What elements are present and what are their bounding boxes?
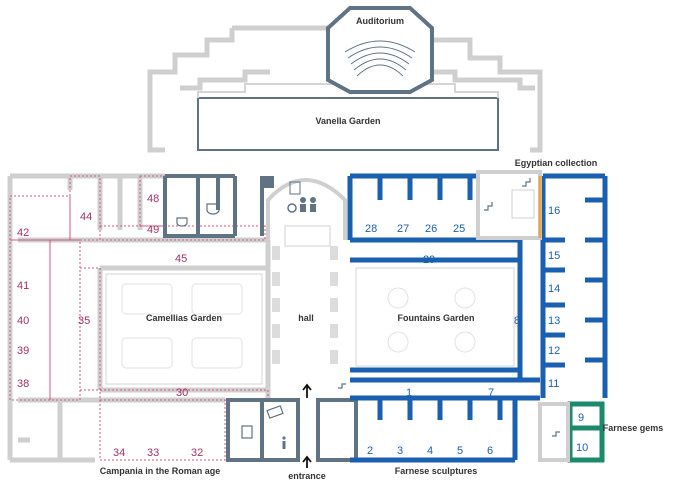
room-number: 34 bbox=[113, 447, 125, 459]
room-number: 40 bbox=[17, 315, 29, 327]
hall-steps bbox=[284, 225, 331, 247]
room-number: 3 bbox=[397, 445, 403, 457]
room-number: 38 bbox=[17, 378, 29, 390]
stairs-icon bbox=[338, 178, 560, 437]
room-number: 12 bbox=[548, 345, 560, 357]
room-number: 49 bbox=[147, 224, 159, 236]
room-number: 1 bbox=[406, 387, 412, 399]
egyptian-stair-walls bbox=[476, 170, 542, 240]
service-area-walls bbox=[163, 174, 264, 238]
room-number: 27 bbox=[397, 223, 409, 235]
locker-icon bbox=[241, 425, 253, 439]
room-number: 41 bbox=[17, 280, 29, 292]
camellias-garden-label: Camellias Garden bbox=[146, 313, 222, 323]
campania-label: Campania in the Roman age bbox=[100, 466, 221, 476]
room-number: 35 bbox=[78, 315, 90, 327]
room-number: 32 bbox=[191, 447, 203, 459]
tickets-icon bbox=[266, 405, 284, 419]
cafe-icon bbox=[176, 203, 220, 227]
room-number: 6 bbox=[487, 445, 493, 457]
wheelchair-icon bbox=[287, 203, 297, 213]
vanella-garden-label: Vanella Garden bbox=[315, 116, 380, 126]
hall-rotunda bbox=[266, 178, 347, 240]
room-number: 8 bbox=[514, 315, 520, 327]
hall-columns bbox=[272, 246, 338, 364]
room-number: 10 bbox=[576, 442, 588, 454]
right-wing-walls bbox=[347, 173, 608, 463]
entrance-walls bbox=[226, 398, 358, 462]
info-icon bbox=[282, 436, 286, 449]
egyptian-collection-label: Egyptian collection bbox=[515, 158, 598, 168]
stair-steps bbox=[511, 189, 535, 219]
room-number: 26 bbox=[425, 223, 437, 235]
entrance-arrow-icon bbox=[302, 383, 312, 468]
camellias-beds bbox=[121, 283, 243, 369]
elevator-icon bbox=[264, 176, 301, 195]
room-number: 14 bbox=[548, 283, 560, 295]
room-number: 44 bbox=[80, 211, 92, 223]
room-number: 16 bbox=[548, 205, 560, 217]
vanella-garden bbox=[197, 97, 499, 151]
room-number: 33 bbox=[147, 447, 159, 459]
camellias-garden bbox=[105, 273, 263, 385]
room-number: 9 bbox=[578, 412, 584, 424]
fountains-garden bbox=[355, 267, 515, 367]
entrance-label: entrance bbox=[288, 471, 326, 481]
farnese-gems-label: Farnese gems bbox=[603, 423, 664, 433]
room-number: 45 bbox=[175, 253, 187, 265]
upper-wing-outline bbox=[147, 22, 543, 153]
room-number: 29 bbox=[423, 254, 435, 266]
room-number: 4 bbox=[427, 445, 433, 457]
room-number: 48 bbox=[147, 193, 159, 205]
room-number: 42 bbox=[17, 227, 29, 239]
room-number: 13 bbox=[548, 315, 560, 327]
room-number: 39 bbox=[17, 345, 29, 357]
room-number: 2 bbox=[367, 445, 373, 457]
auditorium bbox=[326, 6, 434, 94]
restroom-icon bbox=[300, 197, 316, 212]
room-number: 11 bbox=[548, 378, 559, 390]
room-number: 7 bbox=[488, 387, 494, 399]
auditorium-label: Auditorium bbox=[356, 16, 404, 26]
grey-stair-right bbox=[538, 402, 570, 462]
room-number: 28 bbox=[365, 223, 377, 235]
room-number: 5 bbox=[457, 445, 463, 457]
hall-label: hall bbox=[298, 313, 314, 323]
auditorium-seats bbox=[344, 40, 416, 77]
room-number: 15 bbox=[548, 250, 560, 262]
room-number: 25 bbox=[453, 223, 465, 235]
fountains-garden-label: Fountains Garden bbox=[397, 313, 474, 323]
farnese-sculptures-label: Farnese sculptures bbox=[395, 466, 478, 476]
fountains-beds bbox=[387, 287, 476, 353]
left-exhibit-rooms bbox=[9, 175, 269, 461]
room-number: 30 bbox=[176, 387, 188, 399]
